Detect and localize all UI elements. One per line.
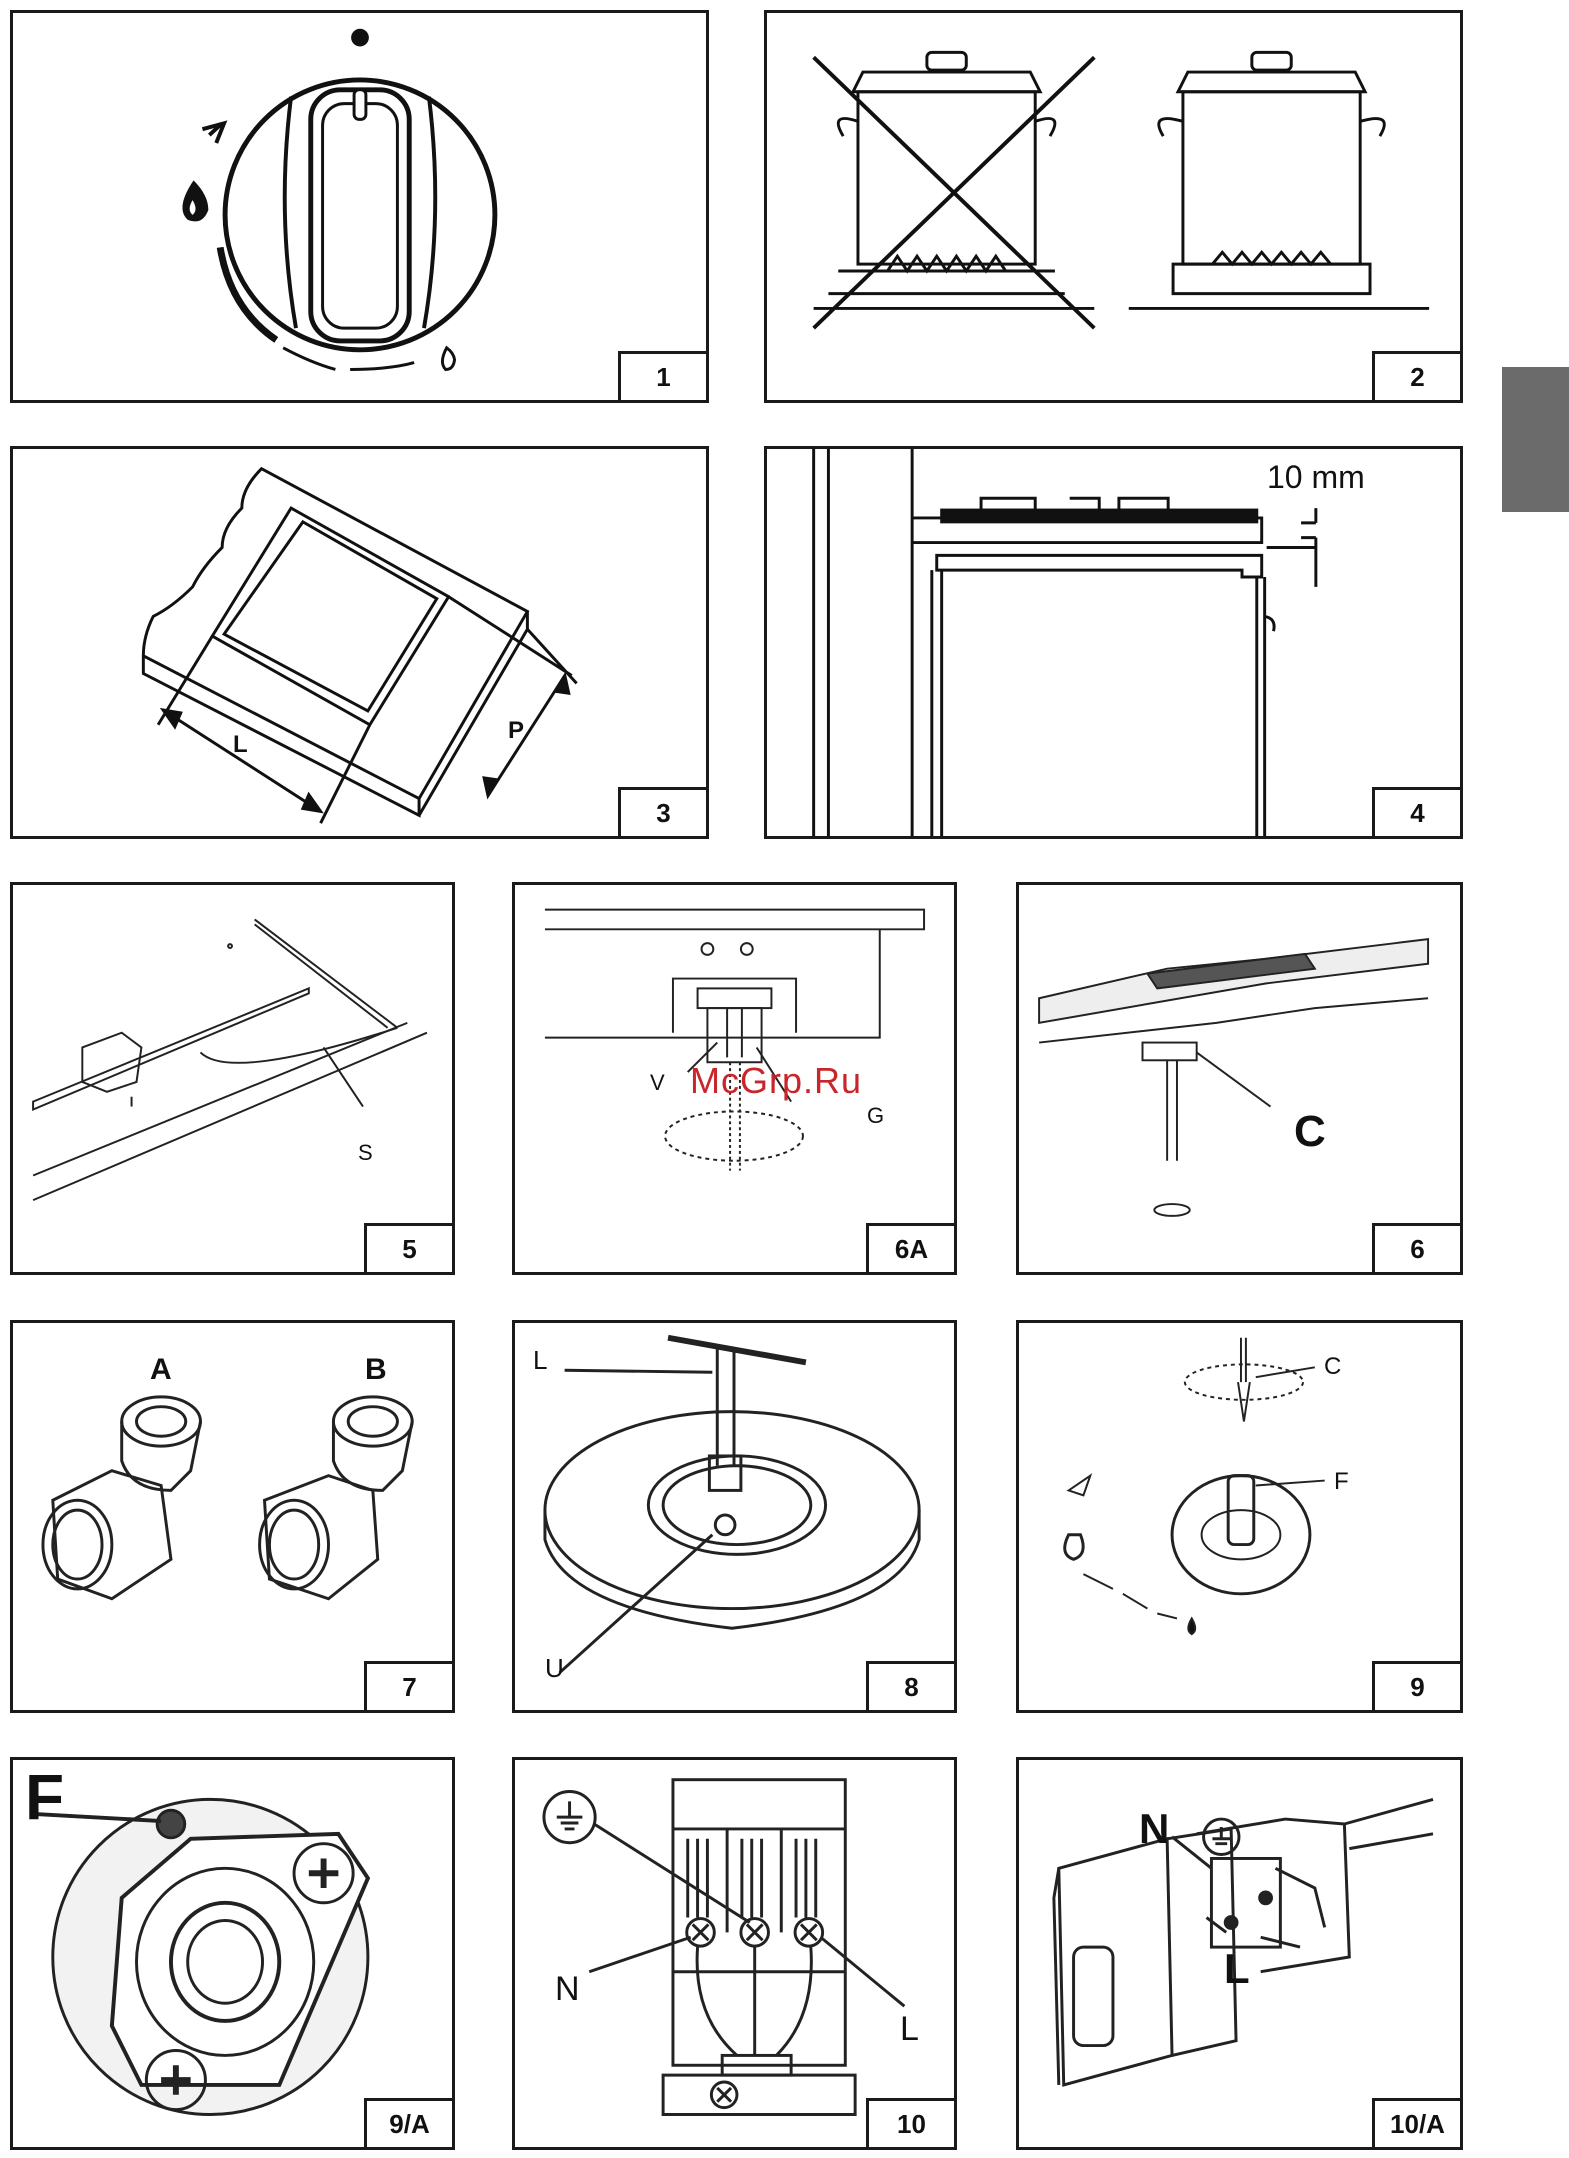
clearance-drawing: [767, 449, 1460, 836]
screw-label: F: [25, 1760, 64, 1834]
neutral-label: N: [555, 1970, 580, 2009]
length-label: L: [233, 731, 248, 759]
watermark: McGrp.Ru: [690, 1060, 862, 1102]
valve-closeup-drawing: [13, 1760, 452, 2147]
figure-number: 6: [1372, 1223, 1460, 1272]
figure-number: 3: [618, 787, 706, 836]
figure-number: 6A: [866, 1223, 954, 1272]
neutral-label: N: [1139, 1805, 1169, 1853]
figure-9-panel: C F 9: [1016, 1320, 1463, 1713]
nozzle-key-drawing: [515, 1323, 954, 1710]
figure-3-panel: L P 3: [10, 446, 709, 839]
figure-number: 5: [364, 1223, 452, 1272]
figure-7-panel: A B 7: [10, 1320, 455, 1713]
figure-number: 10: [866, 2098, 954, 2147]
key-label: L: [533, 1345, 547, 1376]
bracket-label: G: [867, 1103, 884, 1129]
figure-2-panel: 2: [764, 10, 1463, 403]
figure-10a-panel: N L 10/A: [1016, 1757, 1463, 2150]
fitting-b-label: B: [365, 1353, 387, 1387]
section-tab: [1502, 367, 1569, 512]
screw-label: V: [650, 1070, 665, 1096]
spark-icon: [202, 123, 224, 143]
figure-5-panel: S 5: [10, 882, 455, 1275]
seal-drawing: [13, 885, 452, 1272]
shaft-label: F: [1334, 1468, 1349, 1496]
clamp-label: C: [1294, 1107, 1326, 1157]
figure-1-panel: 1: [10, 10, 709, 403]
knob-drawing: [13, 13, 706, 400]
live-label: L: [1224, 1945, 1250, 1993]
adjust-screw-drawing: [1019, 1323, 1460, 1710]
figure-number: 9: [1372, 1661, 1460, 1710]
figure-number: 1: [618, 351, 706, 400]
figure-number: 7: [364, 1661, 452, 1710]
cutout-drawing: [13, 449, 706, 836]
small-flame-icon: [442, 348, 454, 370]
pot-placement-drawing: [767, 13, 1460, 400]
live-label: L: [900, 2010, 919, 2049]
figure-6-panel: C 6: [1016, 882, 1463, 1275]
large-flame-icon: [182, 180, 208, 221]
figure-number: 10/A: [1372, 2098, 1460, 2147]
figure-number: 8: [866, 1661, 954, 1710]
figure-4-panel: 10 mm 4: [764, 446, 1463, 839]
figure-number: 4: [1372, 787, 1460, 836]
figure-number: 9/A: [364, 2098, 452, 2147]
seal-label: S: [358, 1140, 373, 1166]
terminal-block-drawing: [515, 1760, 954, 2147]
gap-label: 10 mm: [1267, 459, 1365, 496]
figure-9a-panel: F 9/A: [10, 1757, 455, 2150]
figure-number: 2: [1372, 351, 1460, 400]
depth-label: P: [508, 717, 524, 745]
clamp-drawing: [1019, 885, 1460, 1272]
nozzle-label: U: [545, 1653, 564, 1684]
figure-8-panel: L U 8: [512, 1320, 957, 1713]
screwdriver-label: C: [1324, 1353, 1341, 1381]
figure-10-panel: N L 10: [512, 1757, 957, 2150]
fitting-a-label: A: [150, 1353, 172, 1387]
